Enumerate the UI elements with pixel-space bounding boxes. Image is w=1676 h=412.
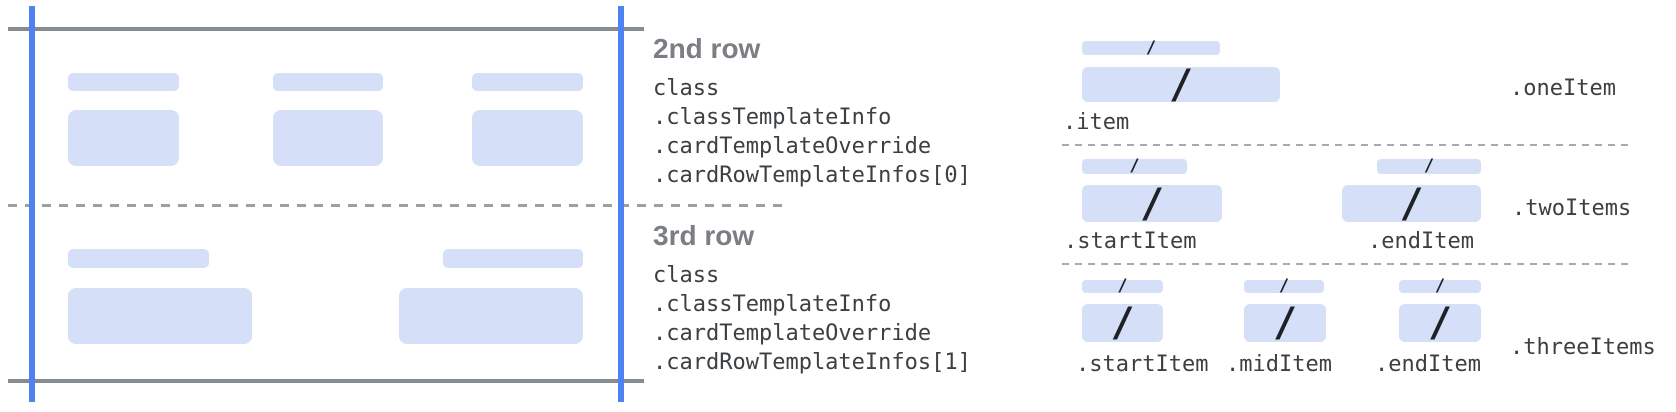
template-name-label-oneitem: .oneItem (1510, 76, 1616, 101)
row2-code-line-rowinfos: .cardRowTemplateInfos[0] (653, 163, 971, 188)
card-bottom-border (8, 379, 644, 383)
threeitems-start-label-bar: / (1082, 276, 1163, 296)
start-item-label: .startItem (1076, 352, 1209, 377)
row2-col2-label-bar (273, 73, 383, 91)
oneitem-value-bar: / (1082, 61, 1280, 108)
slash-icon: / (1278, 276, 1290, 296)
row3-start-value-bar (68, 288, 252, 344)
row2-col1-value-bar (68, 110, 179, 166)
row2-col3-value-bar (472, 110, 583, 166)
slash-icon: / (1110, 300, 1135, 346)
threeitems-end-value-bar: / (1399, 300, 1481, 346)
row2-col3-label-bar (472, 73, 583, 91)
threeitems-mid-label-bar: / (1244, 276, 1324, 296)
row-divider-dashed-line (8, 204, 790, 207)
twoitems-end-value-bar: / (1342, 180, 1481, 227)
slash-icon: / (1139, 180, 1165, 227)
slash-icon: / (1272, 300, 1298, 346)
slash-icon: / (1427, 300, 1453, 346)
card-top-border (8, 27, 644, 31)
twoitems-end-label-bar: / (1377, 156, 1481, 176)
end-item-label: .endItem (1368, 229, 1474, 254)
row3-code-line-template: .classTemplateInfo (653, 292, 892, 317)
template-name-label-twoitems: .twoItems (1512, 196, 1632, 221)
row2-code-line-class: class (653, 76, 720, 101)
row3-code-line-class: class (653, 263, 720, 288)
legend-divider-dashed-line (1062, 144, 1630, 146)
slash-icon: / (1434, 276, 1446, 296)
twoitems-start-label-bar: / (1082, 156, 1187, 176)
threeitems-end-label-bar: / (1399, 276, 1481, 296)
row2-code-line-template: .classTemplateInfo (653, 105, 892, 130)
mid-item-label: .midItem (1226, 352, 1332, 377)
legend-divider-dashed-line (1062, 263, 1630, 265)
template-name-label-threeitems: .threeItems (1510, 335, 1656, 360)
oneitem-label-bar: / (1082, 37, 1220, 58)
start-item-label: .startItem (1064, 229, 1197, 254)
row2-col1-label-bar (68, 73, 179, 91)
row3-code-line-rowinfos: .cardRowTemplateInfos[1] (653, 350, 971, 375)
row2-code-line-override: .cardTemplateOverride (653, 134, 932, 159)
slash-icon: / (1145, 37, 1157, 58)
card-right-edge-guide (618, 6, 624, 402)
row3-heading: 3rd row (653, 220, 755, 251)
slash-icon: / (1423, 156, 1435, 176)
slash-icon: / (1168, 61, 1194, 108)
slash-icon: / (1129, 156, 1140, 176)
row2-heading: 2nd row (653, 33, 761, 64)
end-item-label: .endItem (1375, 352, 1481, 377)
row3-code-line-override: .cardTemplateOverride (653, 321, 932, 346)
row3-end-value-bar (399, 288, 583, 344)
threeitems-start-value-bar: / (1082, 300, 1163, 346)
row3-end-label-bar (443, 249, 583, 268)
slash-icon: / (1117, 276, 1128, 296)
twoitems-start-value-bar: / (1082, 180, 1222, 227)
card-left-edge-guide (29, 6, 35, 402)
threeitems-mid-value-bar: / (1244, 300, 1326, 346)
item-name-label: .item (1063, 110, 1130, 135)
slash-icon: / (1399, 180, 1424, 227)
row2-col2-value-bar (273, 110, 383, 166)
row3-start-label-bar (68, 249, 209, 268)
